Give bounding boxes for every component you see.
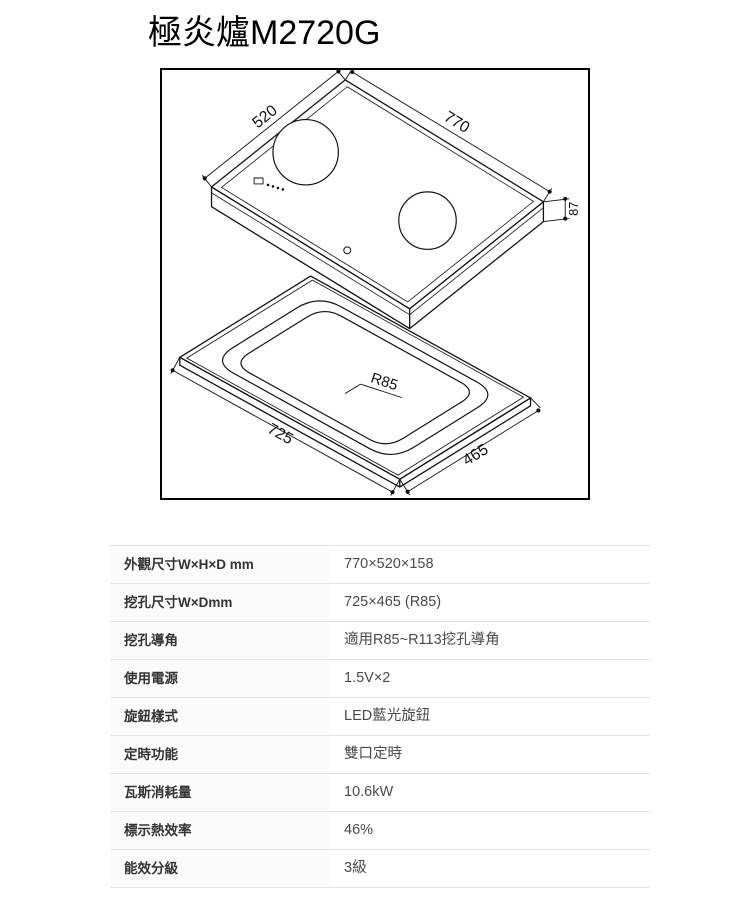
dimension-endpoints [170, 70, 568, 495]
spec-label: 挖孔導角 [110, 622, 330, 659]
cooktop-drawing [210, 79, 545, 330]
spec-value: 1.5V×2 [344, 670, 391, 686]
control-panel-icon [253, 177, 285, 191]
spec-value: 適用R85~R113挖孔導角 [344, 632, 500, 648]
dim-label-r85: R85 [369, 371, 400, 395]
spec-row: 瓦斯消耗量 10.6kW [110, 774, 650, 812]
spec-label: 定時功能 [110, 736, 330, 773]
spec-table: 外觀尺寸W×H×D mm 770×520×158 挖孔尺寸W×Dmm 725×4… [110, 545, 650, 888]
dim-label-87: 87 [566, 202, 581, 216]
page-title: 極炎爐M2720G [148, 14, 381, 52]
spec-label: 能效分級 [110, 850, 330, 887]
dimension-diagram: 520 770 87 725 465 R85 [160, 68, 590, 500]
dimension-lines [170, 70, 570, 496]
spec-row: 標示熱效率 46% [110, 812, 650, 850]
spec-row: 使用電源 1.5V×2 [110, 660, 650, 698]
spec-row: 旋鈕樣式 LED藍光旋鈕 [110, 698, 650, 736]
spec-label: 標示熱效率 [110, 812, 330, 849]
spec-value: 雙口定時 [344, 746, 402, 762]
spec-row: 定時功能 雙口定時 [110, 736, 650, 774]
spec-row: 挖孔尺寸W×Dmm 725×465 (R85) [110, 584, 650, 622]
dim-label-770: 770 [441, 108, 473, 136]
spec-label: 瓦斯消耗量 [110, 774, 330, 811]
spec-label: 外觀尺寸W×H×D mm [110, 546, 330, 583]
spec-label: 使用電源 [110, 660, 330, 697]
spec-value: 3級 [344, 860, 367, 876]
spec-row: 外觀尺寸W×H×D mm 770×520×158 [110, 546, 650, 584]
burner-left [272, 118, 339, 186]
spec-value: 770×520×158 [344, 556, 434, 572]
spec-row: 挖孔導角 適用R85~R113挖孔導角 [110, 622, 650, 660]
knob-circle [343, 246, 352, 255]
spec-value: 725×465 (R85) [344, 594, 442, 610]
isometric-drawing: 520 770 87 725 465 R85 [170, 70, 581, 496]
dim-label-520: 520 [250, 102, 281, 132]
cutout-panel-drawing [179, 275, 532, 488]
spec-value: LED藍光旋鈕 [344, 708, 431, 724]
spec-label: 挖孔尺寸W×Dmm [110, 584, 330, 621]
spec-row: 能效分級 3級 [110, 850, 650, 888]
spec-value: 46% [344, 822, 374, 838]
spec-label: 旋鈕樣式 [110, 698, 330, 735]
burner-right [398, 191, 457, 250]
spec-value: 10.6kW [344, 784, 394, 800]
radius-callout: R85 [344, 371, 403, 399]
